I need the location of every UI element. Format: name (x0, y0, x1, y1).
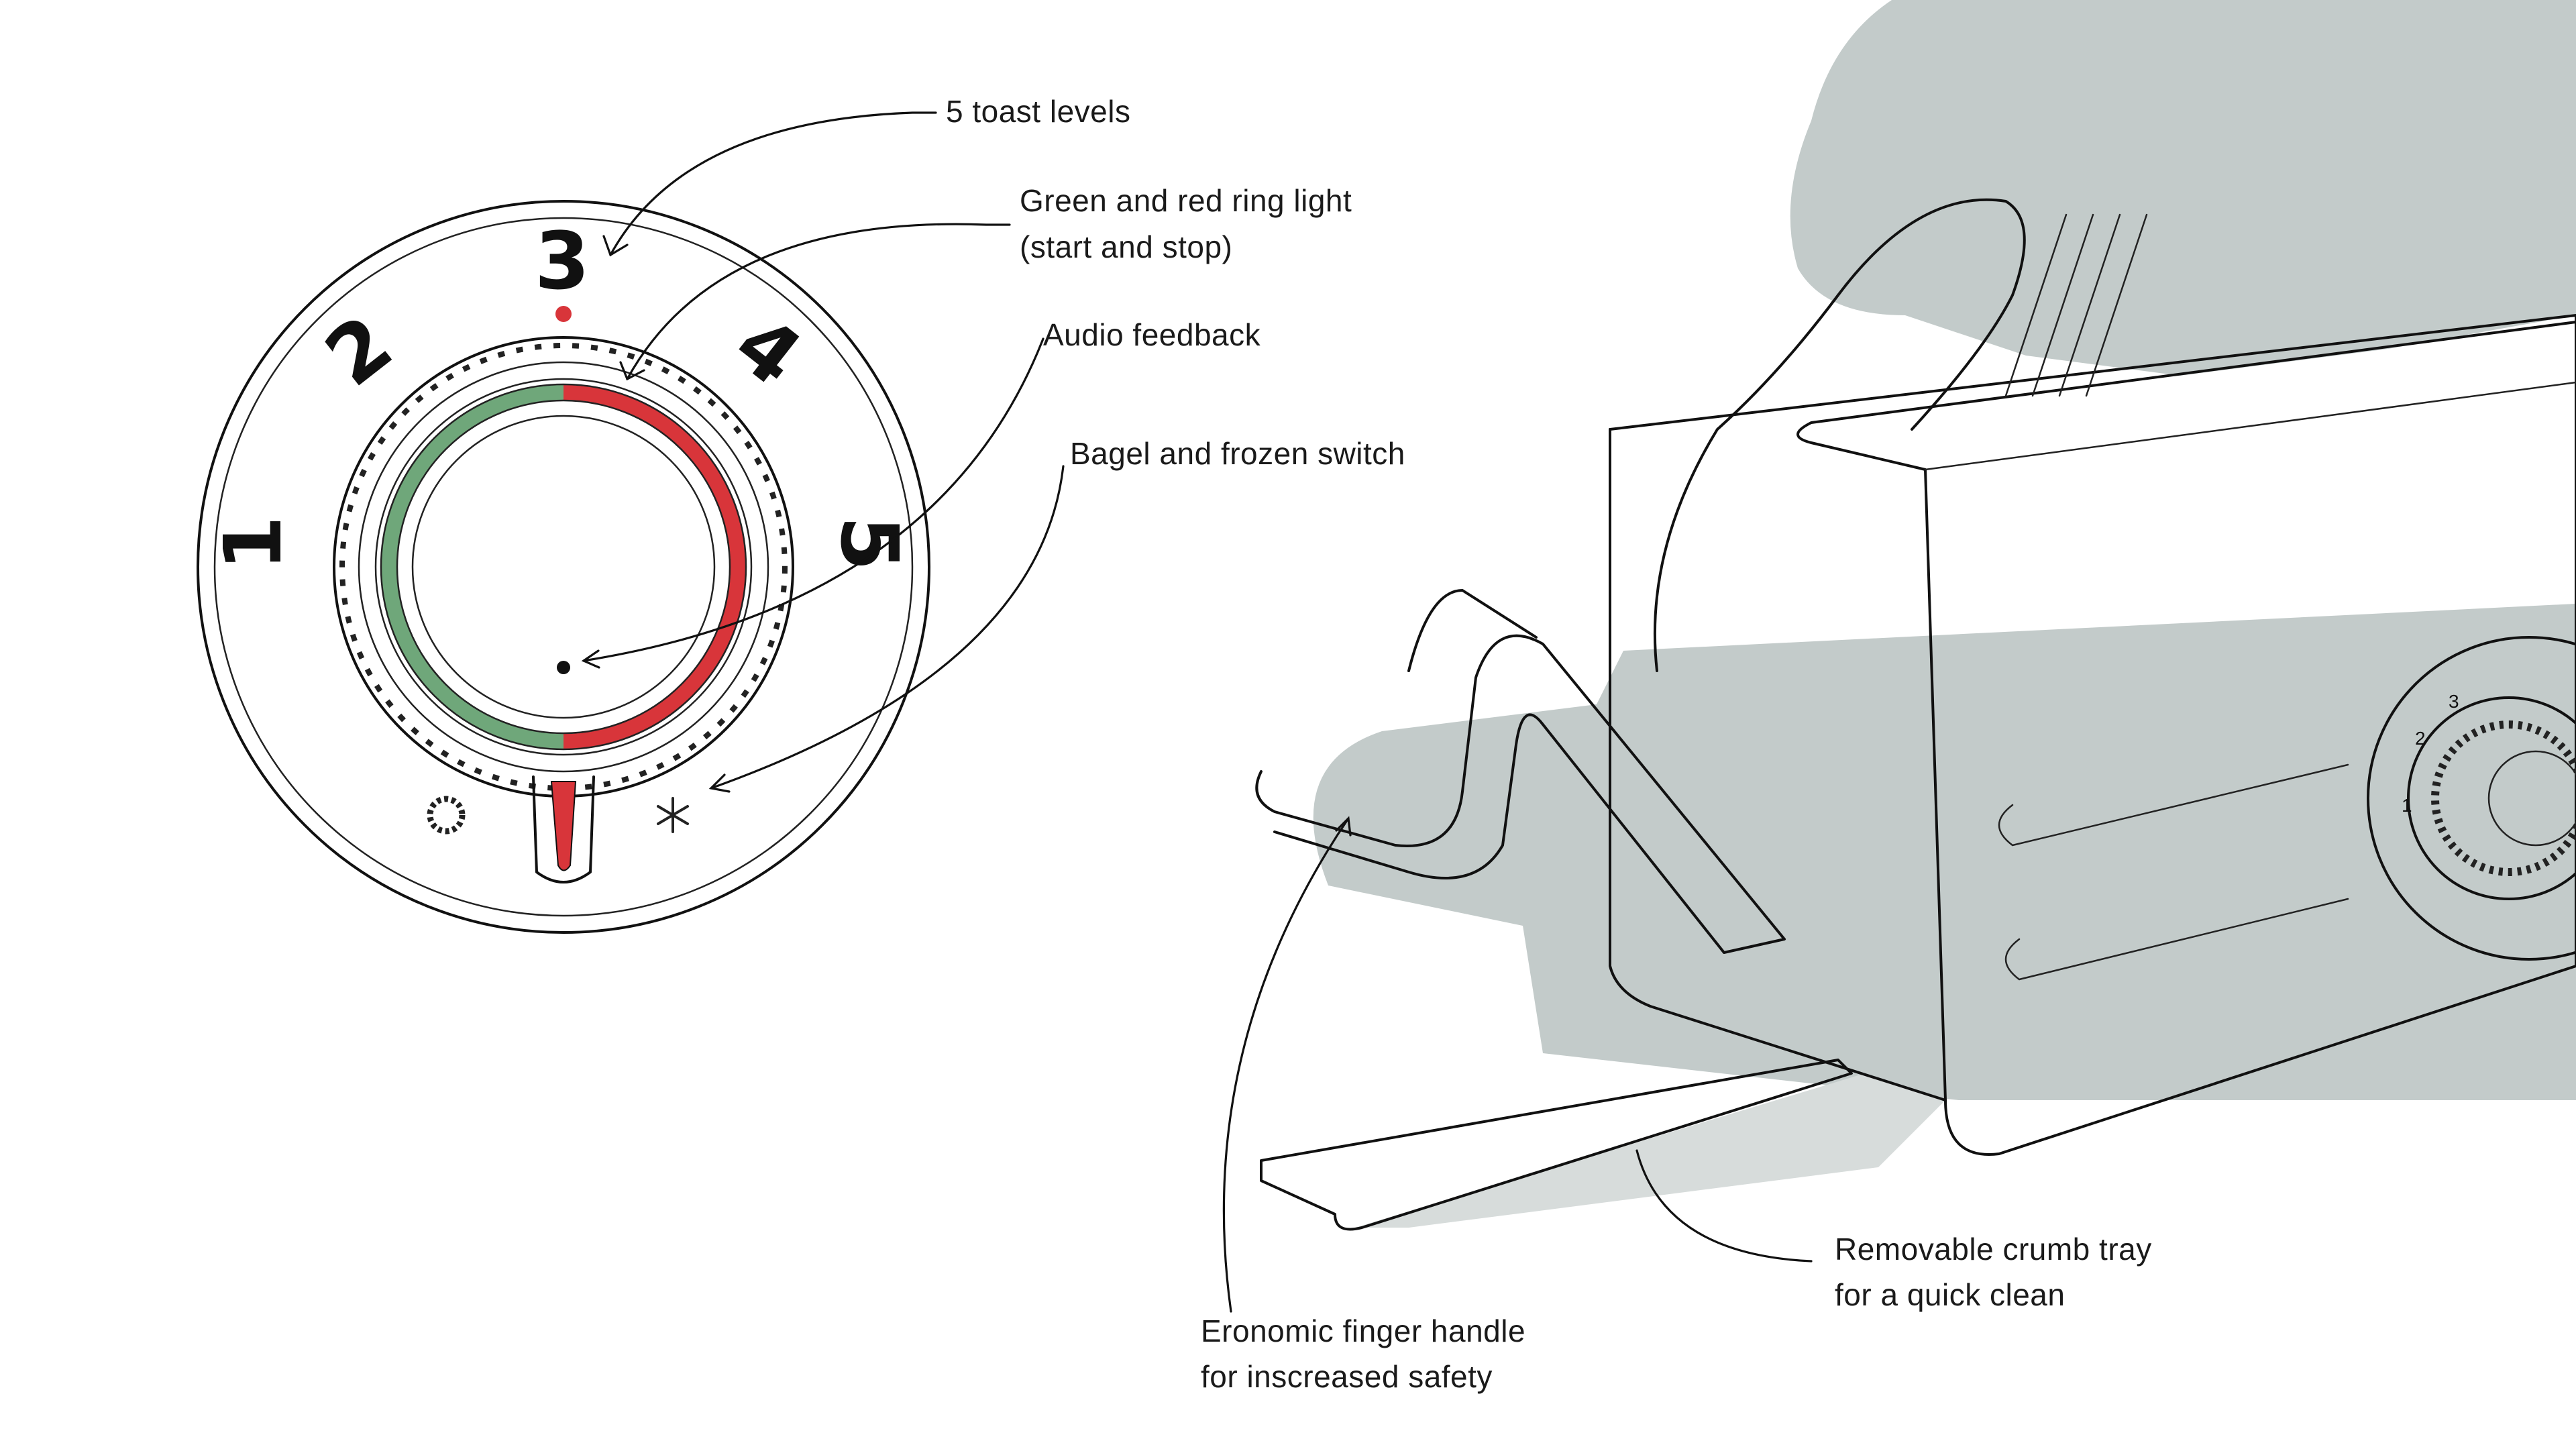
dial-center-face (411, 415, 716, 719)
toaster-slot (1924, 381, 2576, 471)
label-ring-light-line1: Green and red ring light (1020, 183, 1352, 218)
finger-handle[interactable] (1255, 589, 1786, 954)
toaster-vent-1 (1998, 763, 2349, 847)
hand-shadow (1790, 0, 2576, 376)
knob-level-1: 1 (2402, 795, 2412, 816)
toaster-knob[interactable] (2367, 636, 2576, 961)
tray-shadow (1355, 1073, 1945, 1228)
knob-level-2: 2 (2415, 728, 2426, 749)
crumb-tray[interactable] (1260, 1059, 1853, 1231)
label-crumb-line1: Removable crumb tray (1835, 1232, 2152, 1267)
dial-cap-ring (374, 378, 753, 756)
dial-outer-inner-ring (213, 217, 914, 917)
snowflake-icon (657, 797, 689, 833)
switch-red-indicator (550, 781, 577, 871)
leader-toast-levels (609, 111, 937, 256)
ring-light-outline-inner (396, 399, 731, 735)
label-audio: Audio feedback (1043, 317, 1261, 352)
label-bagel: Bagel and frozen switch (1070, 436, 1405, 471)
leader-audio (582, 337, 1044, 662)
label-crumb-line2: for a quick clean (1835, 1277, 2065, 1312)
wire-rack (2004, 213, 2148, 397)
leader-handle (1222, 817, 1350, 1313)
label-ring-light-line2: (start and stop) (1020, 229, 1232, 264)
dial-outer-ring (197, 200, 930, 934)
leader-crumb (1635, 1149, 1813, 1263)
label-toast-levels: 5 toast levels (946, 94, 1130, 129)
toaster-vent-2 (2004, 898, 2349, 981)
toaster-sketch: 1 2 3 (1255, 0, 2576, 1231)
ring-light-outline-outer (380, 383, 747, 751)
leader-toast-levels-arrow (602, 235, 629, 257)
leader-ring-light-arrow (619, 361, 645, 381)
leader-ring-light (626, 223, 1011, 380)
dial-level-1: 1 (207, 516, 299, 571)
dial-inner-ring (358, 361, 769, 773)
dial-closeup: 1 2 3 4 5 (197, 200, 930, 934)
label-handle-line1: Eronomic finger handle (1201, 1313, 1525, 1348)
dial-level-5: 5 (823, 516, 916, 571)
level-indicator-dot (555, 306, 572, 322)
toaster-body (1609, 314, 2576, 1156)
leader-audio-arrow (581, 649, 600, 669)
toaster-side (1609, 428, 1947, 1102)
dial-knurl-teeth (339, 343, 788, 791)
leader-bagel (710, 465, 1065, 790)
knob-level-3: 3 (2449, 691, 2459, 712)
bagel-icon (427, 796, 466, 835)
dial-level-3: 3 (535, 215, 590, 307)
hand-lower-shadow (1313, 604, 2576, 1100)
ring-light-green (382, 385, 564, 749)
dial-knurled-ring (333, 336, 794, 798)
toast-slice (1653, 198, 2026, 672)
label-handle-line2: for inscreased safety (1201, 1359, 1493, 1394)
leader-handle-arrow (1335, 816, 1352, 837)
leader-lines (581, 111, 1813, 1313)
leader-bagel-arrow (708, 773, 731, 793)
ring-light-red (563, 385, 745, 749)
audio-speaker-dot (557, 661, 570, 674)
callout-labels: 5 toast levels Green and red ring light … (946, 94, 2152, 1394)
bagel-frozen-switch[interactable] (532, 775, 595, 883)
